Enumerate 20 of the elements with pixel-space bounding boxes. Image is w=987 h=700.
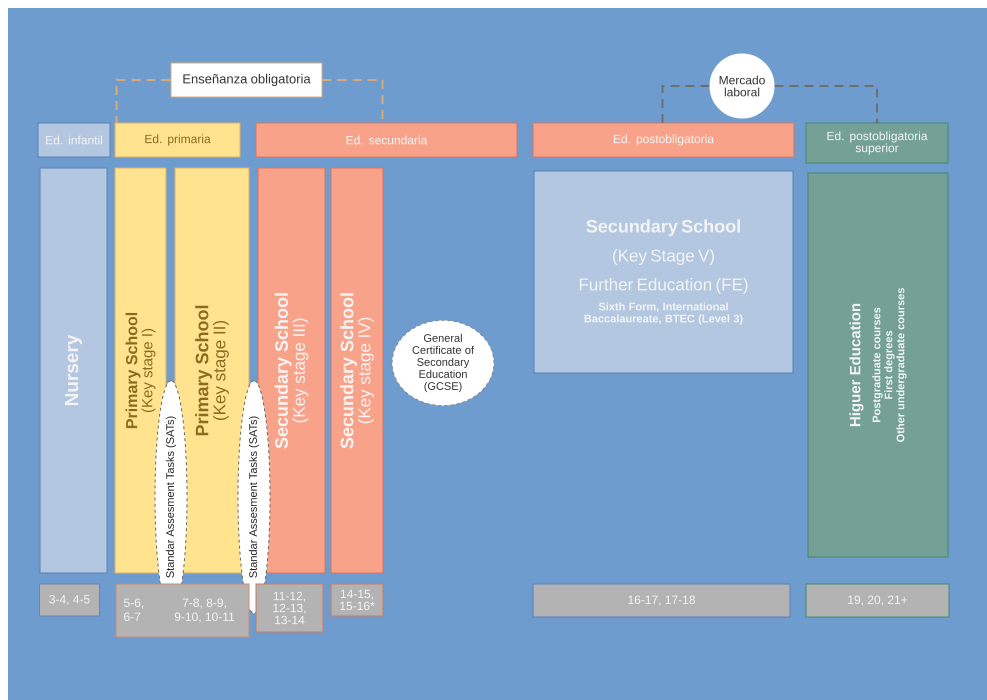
label-box: Enseñanza obligatoria [170,62,322,98]
age-box: 19, 20, 21+ [806,583,950,618]
age-box: 14-15, 15-16* [330,583,384,616]
school-column: Higuer Education Postgraduate courses First degrees Other undergraduate courses [808,172,948,558]
school-column: Secundary School (Key stage IV) [330,167,384,574]
stage-header: Ed. secundaria [256,122,518,158]
school-box: Secundary School (Key Stage V) Further Education (FE) Sixth Form, International Baccalaureate, BTEC (Level 3) [534,170,794,374]
dashed-bracket [662,84,710,122]
age-box: 3-4, 4-5 [39,583,100,616]
school-column: Nursery [40,167,108,574]
age-box: 5-6, 6-7 7-8, 8-9, 9-10, 10-11 [116,583,250,638]
stage-header: Ed. infantil [38,122,110,158]
school-column: Primary School (Key stage I) [114,167,166,574]
age-box: 16-17, 17-18 [532,583,790,618]
stage-header: Ed. postobligatoria [532,122,794,158]
stage-header: Ed. primaria [114,122,240,158]
stage-header: Ed. postobligatoria superior [806,122,948,164]
dashed-bracket [774,84,878,122]
age-box: 11-12, 12-13, 13-14 [256,583,324,632]
dashed-bracket [116,78,170,122]
